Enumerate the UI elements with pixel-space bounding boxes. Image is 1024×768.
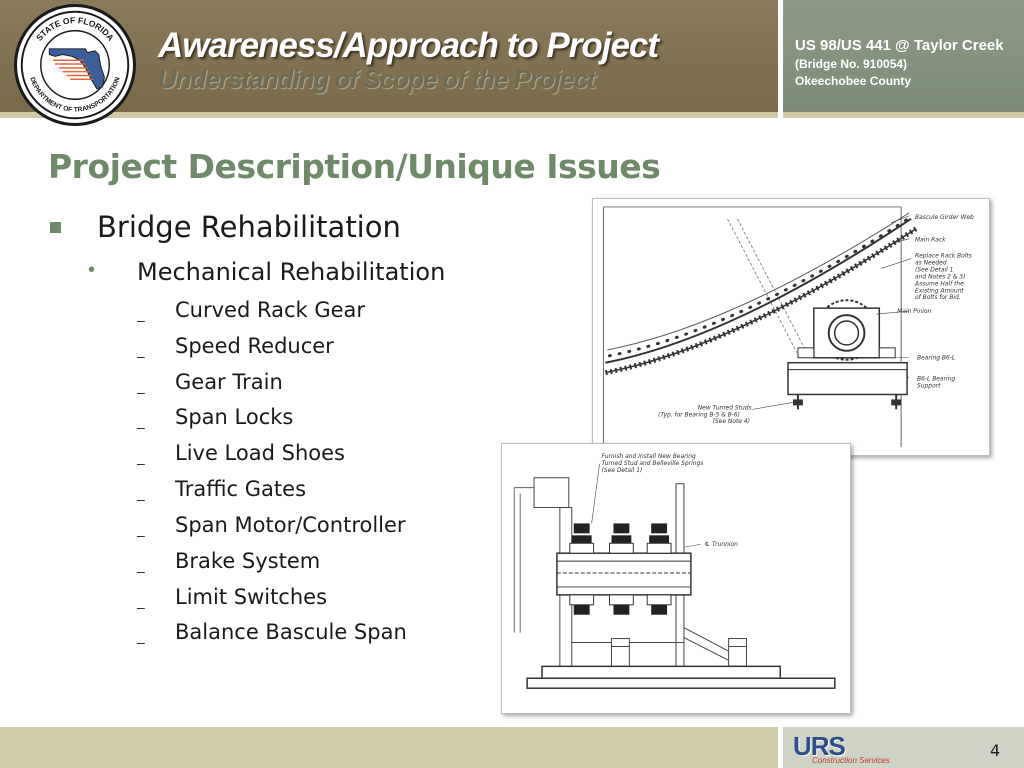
svg-text:of Bolts for Bid.: of Bolts for Bid. bbox=[915, 294, 961, 301]
dash-bullet-icon: ‒ bbox=[137, 348, 145, 364]
header-title: Awareness/Approach to Project bbox=[158, 26, 659, 65]
slide-title: Project Description/Unique Issues bbox=[48, 147, 661, 186]
footer-bar bbox=[0, 727, 778, 768]
svg-text:Main Pinion: Main Pinion bbox=[897, 308, 931, 315]
dash-bullet-icon: ‒ bbox=[137, 634, 145, 650]
bullet-bridge-rehabilitation: Bridge Rehabilitation bbox=[97, 210, 401, 244]
dash-bullet-icon: ‒ bbox=[137, 527, 145, 543]
svg-text:Support: Support bbox=[917, 383, 941, 390]
svg-text:B6-L Bearing: B6-L Bearing bbox=[917, 376, 955, 383]
svg-text:as Needed: as Needed bbox=[915, 259, 947, 266]
trunnion-bearing-drawing: Furnish and Install New Bearing Turned S… bbox=[501, 443, 851, 714]
svg-text:New Turned Studs: New Turned Studs bbox=[698, 404, 752, 411]
urs-logo-subtitle: Construction Services bbox=[812, 756, 890, 765]
svg-text:Replace Rack Bolts: Replace Rack Bolts bbox=[915, 253, 972, 260]
svg-text:(See Detail 1): (See Detail 1) bbox=[602, 467, 643, 474]
bridge-number: (Bridge No. 910054) bbox=[795, 57, 908, 71]
svg-text:Assume Half the: Assume Half the bbox=[914, 280, 964, 287]
square-bullet-icon bbox=[50, 222, 61, 233]
svg-text:Furnish and Install New Bearin: Furnish and Install New Bearing bbox=[602, 453, 696, 460]
svg-text:(See Note 4): (See Note 4) bbox=[713, 418, 750, 425]
dash-bullet-icon: ‒ bbox=[137, 491, 145, 507]
project-name: US 98/US 441 @ Taylor Creek bbox=[795, 37, 1004, 54]
svg-text:(Typ. for Bearing B-5 & B-6): (Typ. for Bearing B-5 & B-6) bbox=[658, 411, 740, 418]
svg-text:Main Rack: Main Rack bbox=[915, 237, 946, 244]
svg-text:and Notes 2 & 3): and Notes 2 & 3) bbox=[915, 273, 965, 280]
dash-bullet-icon: ‒ bbox=[137, 455, 145, 471]
dot-bullet-icon: • bbox=[88, 259, 96, 281]
rack-gear-drawing: Bascule Girder Web Main Rack Replace Rac… bbox=[592, 198, 990, 456]
dash-bullet-icon: ‒ bbox=[137, 419, 145, 435]
dash-bullet-icon: ‒ bbox=[137, 599, 145, 615]
svg-text:Bascule Girder Web: Bascule Girder Web bbox=[915, 214, 974, 221]
header-divider bbox=[778, 0, 783, 124]
footer-logo-panel bbox=[783, 727, 1024, 768]
project-info-panel bbox=[783, 0, 1024, 118]
county-name: Okeechobee County bbox=[795, 74, 912, 88]
header-subtitle: Understanding of Scope of the Project bbox=[158, 64, 596, 94]
svg-text:(See Detail 1: (See Detail 1 bbox=[915, 266, 953, 273]
page-number: 4 bbox=[990, 741, 1001, 760]
svg-text:℄ Trunnion: ℄ Trunnion bbox=[705, 541, 738, 548]
fdot-seal-logo: STATE OF FLORIDA DEPARTMENT OF TRANSPORT… bbox=[14, 4, 136, 126]
svg-text:Bearing B6-L: Bearing B6-L bbox=[917, 355, 955, 362]
svg-text:Existing Amount: Existing Amount bbox=[915, 287, 964, 294]
dash-bullet-icon: ‒ bbox=[137, 312, 145, 328]
urs-logo: URS bbox=[793, 731, 846, 761]
svg-text:Turned Stud and Belleville Spr: Turned Stud and Belleville Springs bbox=[602, 460, 704, 467]
bullet-mechanical-rehabilitation: Mechanical Rehabilitation bbox=[137, 258, 446, 286]
dash-bullet-icon: ‒ bbox=[137, 384, 145, 400]
dash-bullet-icon: ‒ bbox=[137, 563, 145, 579]
